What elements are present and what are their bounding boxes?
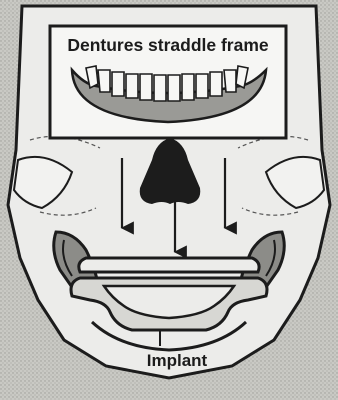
implant-label: Implant: [147, 351, 208, 370]
upper-jaw-band: [79, 258, 259, 272]
figure-title: Dentures straddle frame: [67, 35, 269, 55]
